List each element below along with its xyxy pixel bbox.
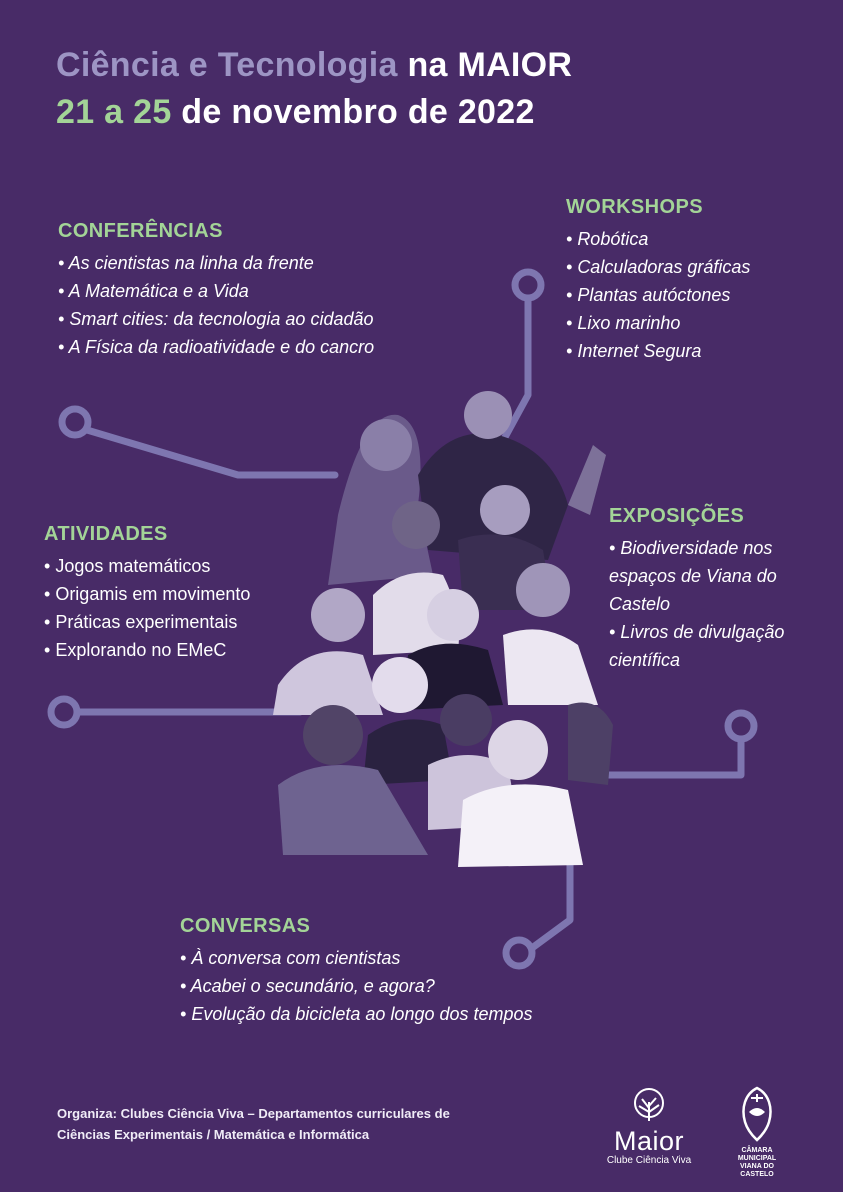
scientist-portrait bbox=[418, 391, 606, 560]
connector-line-workshops bbox=[494, 294, 532, 454]
scientist-portrait bbox=[403, 589, 503, 710]
list-item: Origamis em movimento bbox=[44, 580, 250, 608]
event-dates-part1: 21 a 25 bbox=[56, 93, 172, 131]
organizer-credit: Organiza: Clubes Ciência Viva – Departam… bbox=[57, 1103, 450, 1145]
list-item: Livros de divulgação científica bbox=[609, 618, 829, 674]
viana-crest-icon bbox=[742, 1086, 772, 1142]
scientist-portrait bbox=[458, 720, 583, 867]
list-item: A Física da radioatividade e do cancro bbox=[58, 333, 375, 361]
connector-line-exposicoes bbox=[594, 735, 745, 779]
atividades-list: Jogos matemáticos Origamis em movimento … bbox=[44, 552, 250, 664]
connector-line-conferencias bbox=[83, 426, 339, 479]
section-heading: CONFERÊNCIAS bbox=[58, 220, 223, 242]
conversas-section: CONVERSAS À conversa com cientistas Acab… bbox=[180, 915, 533, 1028]
workshops-section: WORKSHOPS Robótica Calculadoras gráficas… bbox=[566, 196, 750, 365]
connector-node-workshops bbox=[511, 268, 545, 302]
list-item: Internet Segura bbox=[566, 337, 750, 365]
organizer-line: Ciências Experimentais / Matemática e In… bbox=[57, 1127, 370, 1142]
organizer-line: Organiza: Clubes Ciência Viva – Departam… bbox=[57, 1106, 450, 1121]
list-item: Smart cities: da tecnologia ao cidadão bbox=[58, 305, 374, 333]
list-item: As cientistas na linha da frente bbox=[58, 249, 374, 277]
viana-logo: CÂMARA MUNICIPAL VIANA DO CASTELO bbox=[724, 1086, 790, 1179]
scientist-portrait bbox=[273, 588, 383, 715]
list-item: Calculadoras gráficas bbox=[566, 253, 750, 281]
event-title: Ciência e Tecnologia na MAIOR bbox=[56, 46, 572, 85]
exposicoes-list: Biodiversidade nos espaços de Viana do C… bbox=[609, 534, 829, 674]
list-item: Explorando no EMeC bbox=[44, 636, 250, 664]
tree-icon bbox=[634, 1088, 664, 1121]
scientist-portrait bbox=[503, 563, 598, 705]
event-title-part1: Ciência e Tecnologia bbox=[56, 46, 398, 84]
connector-node-exposicoes bbox=[724, 709, 758, 743]
event-dates-part2: de novembro de 2022 bbox=[181, 93, 535, 131]
list-item: A Matemática e a Vida bbox=[58, 277, 374, 305]
viana-logo-line1: CÂMARA MUNICIPAL bbox=[737, 1147, 777, 1162]
list-item: Evolução da bicicleta ao longo dos tempo… bbox=[180, 1000, 532, 1028]
section-heading: ATIVIDADES bbox=[44, 523, 168, 545]
list-item: Práticas experimentais bbox=[44, 608, 250, 636]
list-item: Lixo marinho bbox=[566, 309, 750, 337]
conversas-list: À conversa com cientistas Acabei o secun… bbox=[180, 944, 533, 1028]
workshops-list: Robótica Calculadoras gráficas Plantas a… bbox=[566, 225, 750, 365]
scientist-portrait bbox=[568, 702, 613, 785]
section-heading: EXPOSIÇÕES bbox=[609, 505, 745, 527]
event-title-part2: na MAIOR bbox=[407, 46, 573, 84]
maior-logo: Maior Clube Ciência Viva bbox=[604, 1088, 694, 1166]
list-item: Plantas autóctones bbox=[566, 281, 750, 309]
connector-line-conversas bbox=[528, 856, 574, 952]
list-item: À conversa com cientistas bbox=[180, 944, 533, 972]
list-item: Acabei o secundário, e agora? bbox=[180, 972, 533, 1000]
event-dates: 21 a 25 de novembro de 2022 bbox=[56, 93, 535, 132]
connector-node-conferencias bbox=[58, 405, 92, 439]
exposicoes-section: EXPOSIÇÕES Biodiversidade nos espaços de… bbox=[609, 505, 829, 674]
atividades-section: ATIVIDADES Jogos matemáticos Origamis em… bbox=[44, 523, 250, 664]
maior-logo-word: Maior bbox=[613, 1126, 684, 1156]
section-heading: WORKSHOPS bbox=[566, 196, 703, 218]
scientist-portrait bbox=[328, 414, 433, 585]
viana-logo-line2: VIANA DO CASTELO bbox=[740, 1163, 774, 1178]
connector-node-atividades bbox=[47, 695, 81, 729]
scientist-portrait bbox=[278, 705, 428, 855]
maior-logo-subtitle: Clube Ciência Viva bbox=[606, 1155, 692, 1166]
list-item: Robótica bbox=[566, 225, 750, 253]
section-heading: CONVERSAS bbox=[180, 915, 311, 937]
scientists-collage bbox=[273, 391, 613, 867]
conferencias-list: As cientistas na linha da frente A Matem… bbox=[58, 249, 375, 361]
conferencias-section: CONFERÊNCIAS As cientistas na linha da f… bbox=[58, 220, 374, 361]
list-item: Jogos matemáticos bbox=[44, 552, 250, 580]
list-item: Biodiversidade nos espaços de Viana do C… bbox=[609, 534, 829, 618]
